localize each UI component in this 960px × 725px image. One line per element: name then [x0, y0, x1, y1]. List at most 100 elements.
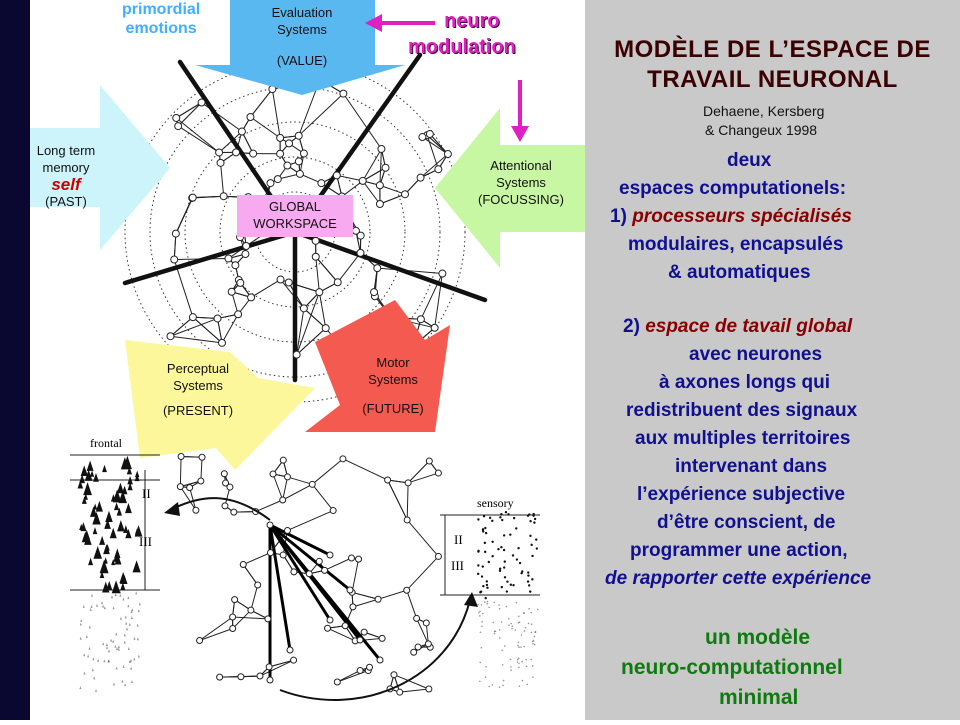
sensory-cell: [495, 630, 497, 632]
sensory-cell: [484, 601, 486, 603]
lower-network-edge: [407, 483, 408, 520]
p1-line-3: 1) processeurs spécialisés: [610, 206, 852, 228]
sensory-cell: [518, 647, 520, 649]
sensory-cell: [528, 513, 530, 515]
network-node: [359, 177, 366, 184]
network-node: [216, 149, 223, 156]
sensory-cell: [510, 669, 512, 671]
sensory-cell: [483, 515, 485, 517]
network-node: [417, 316, 424, 323]
sensory-cell: [501, 650, 503, 652]
frontal-cell: [90, 608, 92, 611]
network-node: [295, 132, 302, 139]
sensory-cell: [504, 645, 506, 647]
network-node: [295, 158, 302, 165]
lower-network-edge: [353, 599, 378, 607]
network-edge: [176, 118, 219, 152]
frontal-cell: [108, 649, 110, 652]
sensory-cell: [491, 520, 493, 522]
network-edge: [176, 198, 193, 234]
lower-network-node: [361, 629, 367, 635]
sensory-cell: [513, 517, 515, 519]
motor-line-2: Systems: [348, 371, 438, 388]
frontal-cell: [110, 528, 117, 539]
frontal-cell: [89, 647, 91, 650]
network-node: [214, 315, 221, 322]
frontal-cell: [117, 520, 125, 531]
attentional-line-1: Attentional: [462, 157, 580, 174]
lower-network-node: [240, 562, 246, 568]
network-node: [247, 113, 254, 120]
sensory-cell: [505, 511, 507, 513]
sensory-cell: [477, 518, 479, 520]
network-node: [220, 193, 227, 200]
sensory-cell: [534, 644, 536, 646]
frontal-cell: [102, 604, 104, 607]
frontal-cell: [97, 659, 99, 662]
network-node: [382, 164, 389, 171]
sensory-cell: [491, 541, 493, 543]
sensory-layer-ii: II: [454, 532, 463, 548]
lower-network-node: [257, 673, 263, 679]
network-node: [274, 176, 281, 183]
frontal-cell: [124, 683, 126, 686]
p1-number: 1): [610, 206, 632, 227]
p1-line-5: & automatiques: [668, 262, 811, 284]
network-node: [340, 90, 347, 97]
sensory-cell: [492, 684, 494, 686]
frontal-cell: [123, 525, 128, 533]
lower-network-node: [423, 620, 429, 626]
lower-network-edge: [233, 610, 251, 628]
lower-network-edge: [378, 590, 407, 599]
left-bar: [0, 0, 30, 720]
p1-line-4: modulaires, encapsulés: [628, 234, 843, 256]
frontal-cell: [99, 536, 105, 545]
lower-network-node: [306, 571, 312, 577]
sensory-cell: [485, 597, 487, 599]
lower-network-node: [198, 478, 204, 484]
frontal-cell: [135, 591, 137, 594]
sensory-cell: [503, 566, 505, 568]
sensory-cell: [522, 680, 524, 682]
lower-network-node: [357, 667, 363, 673]
sensory-cell: [499, 637, 501, 639]
lower-network-edge: [283, 484, 313, 500]
sensory-cell: [506, 606, 508, 608]
lower-network-nodes: [177, 453, 441, 695]
lower-network-node: [397, 689, 403, 695]
frontal-cell: [91, 594, 93, 597]
lower-network-edge: [200, 617, 233, 641]
frontal-cell: [93, 676, 95, 679]
lower-network-node: [379, 635, 385, 641]
frontal-cell: [79, 686, 81, 689]
network-edge: [250, 117, 280, 138]
sensory-cell: [503, 680, 505, 682]
p2-line-6: intervenant dans: [675, 456, 827, 478]
sensory-cell: [501, 586, 503, 588]
sensory-cell: [493, 622, 495, 624]
authors-line-1: Dehaene, Kersberg: [703, 103, 824, 119]
modulation-text: modulation: [408, 34, 516, 60]
network-node: [243, 243, 250, 250]
lower-network-node: [267, 550, 273, 556]
lower-network-thick-edge: [270, 525, 380, 660]
network-node: [417, 174, 424, 181]
perceptual-label: Perceptual Systems (PRESENT): [148, 360, 248, 419]
sensory-cell: [499, 570, 501, 572]
lower-network-edge: [407, 556, 439, 590]
network-node: [312, 237, 319, 244]
lower-network-edge: [352, 559, 358, 592]
self-text: self: [30, 176, 102, 193]
sensory-cell: [519, 685, 521, 687]
lower-network-edge: [283, 477, 288, 500]
lower-network-edge: [201, 457, 202, 481]
frontal-cell: [121, 680, 123, 683]
lower-network-node: [435, 470, 441, 476]
network-node: [426, 131, 433, 138]
frontal-cell: [83, 653, 85, 656]
primordial-text: primordial: [122, 0, 200, 19]
frontal-cell: [102, 642, 104, 645]
global-text: GLOBAL: [237, 198, 353, 215]
network-node: [171, 256, 178, 263]
